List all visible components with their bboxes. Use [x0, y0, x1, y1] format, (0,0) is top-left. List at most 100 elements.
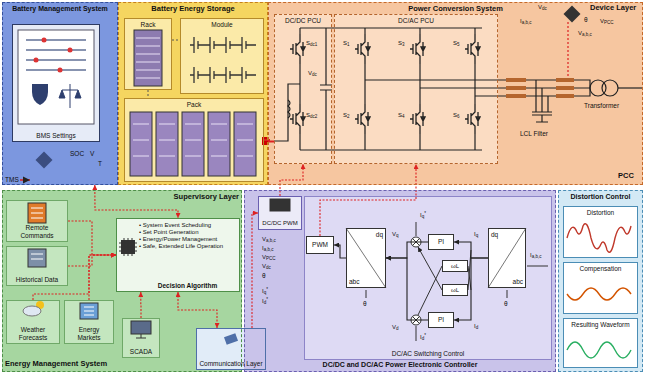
converter-art [290, 34, 305, 64]
comm-box: Communication Layer [196, 328, 266, 370]
node-text: Battery Energy Storage [151, 5, 234, 14]
node-fill [12, 24, 100, 142]
battery-art [156, 112, 178, 176]
battery-art [234, 112, 256, 176]
signal-label: Vdc [262, 263, 271, 270]
converter-art [556, 94, 574, 98]
node-text: dq [491, 231, 498, 238]
node-text: PI [438, 316, 444, 323]
ems-art [23, 203, 238, 345]
node-fill [122, 318, 160, 358]
ems-art [84, 307, 94, 315]
node-text: Resulting Waveform [571, 321, 629, 328]
node-fill [116, 218, 240, 292]
subscript: 6 [457, 114, 460, 119]
signal-label: θ [363, 300, 367, 307]
battery-art [136, 38, 160, 78]
subscript: PCC [604, 20, 614, 25]
signal-label: S2 [343, 112, 350, 119]
superscript: * [266, 287, 268, 292]
battery-art [208, 112, 230, 176]
node-text: Compensation [580, 265, 622, 272]
source-box: Energy Markets [64, 300, 114, 344]
converter-art [365, 28, 475, 150]
converter-art [355, 104, 370, 134]
bms-art [34, 58, 39, 63]
subscript: q [396, 233, 399, 238]
signal-label: θ [262, 272, 266, 279]
converter-art [556, 78, 574, 82]
ems-art [80, 303, 98, 319]
converter-art [290, 104, 305, 134]
signal-link [178, 292, 217, 328]
ems-art [28, 203, 46, 223]
signal-label: Vd [392, 324, 399, 331]
signal-label: Va,b,c [578, 30, 592, 37]
bms-art [26, 40, 86, 70]
bms-art [58, 68, 63, 73]
ems-panel: Supervisory LayerEnergy Management Syste… [2, 190, 242, 372]
signal-label: Ia,b,c [530, 252, 541, 259]
signal-label: θ [584, 16, 588, 23]
node-text: • Set Point Generation [139, 229, 198, 236]
node-fill [268, 2, 643, 185]
signal-link [280, 164, 303, 196]
battery-art [182, 112, 204, 176]
node-fill [306, 236, 334, 254]
superscript: * [266, 297, 268, 302]
node-fill [304, 196, 552, 360]
node-text: PWM [312, 241, 328, 248]
bms-art [32, 84, 48, 105]
bms-art [18, 30, 94, 124]
node-text: Distortion [587, 209, 614, 216]
rack-box: Rack [124, 18, 172, 90]
converter-art [564, 6, 581, 23]
subscript: d [396, 326, 399, 331]
waveform-art [567, 288, 631, 300]
node-text: • System Event Scheduling [139, 222, 211, 229]
converter-art [288, 100, 290, 118]
ems-art [31, 254, 43, 259]
signal-label: S6 [453, 112, 460, 119]
subscript: 5 [457, 42, 460, 47]
part-label: LCL Filter [520, 130, 548, 137]
signal-label: Iq* [262, 288, 268, 295]
battery-art [130, 30, 269, 176]
node-text: Power Conversion System [408, 5, 503, 14]
converter-art [274, 6, 643, 150]
battery-art [130, 112, 256, 176]
signal-label: Ia,b,c [262, 245, 273, 252]
node-fill [274, 14, 332, 164]
node-text: DC/DC and DC/AC Power Electronic Control… [323, 361, 478, 369]
ems-art [28, 249, 46, 267]
node-fill [428, 234, 454, 250]
pwm-block: PWM [306, 236, 334, 254]
subscript: d [422, 336, 425, 341]
battery-art [190, 37, 256, 83]
subscript: dc2 [310, 114, 317, 119]
signal-link [68, 255, 116, 266]
signal-label: Iq [474, 231, 478, 238]
source-box: Weather Forecasts [6, 300, 60, 344]
ems-art [31, 208, 43, 218]
ems-art [224, 333, 238, 345]
node-text: Battery Management System [12, 5, 108, 13]
subscript: dc [266, 265, 271, 270]
signal-label: Vdc [538, 4, 547, 11]
converter-art [506, 78, 526, 82]
node-text: DC/AC PCU [398, 17, 434, 24]
subscript: a,b,c [264, 247, 274, 252]
controller-panel: DC/DC and DC/AC Power Electronic Control… [244, 190, 556, 372]
converter-art [355, 34, 370, 64]
signal-label: Id [474, 323, 478, 330]
converter-art [567, 22, 568, 78]
signal-label: Id* [262, 298, 268, 305]
pcu-box: DC/AC PCU [334, 14, 498, 164]
node-text: DC/AC Switching Control [392, 350, 465, 357]
subscript: d [476, 325, 479, 330]
control-wire [386, 258, 428, 320]
control-wire [454, 242, 488, 258]
part-label: Transformer [584, 102, 619, 109]
